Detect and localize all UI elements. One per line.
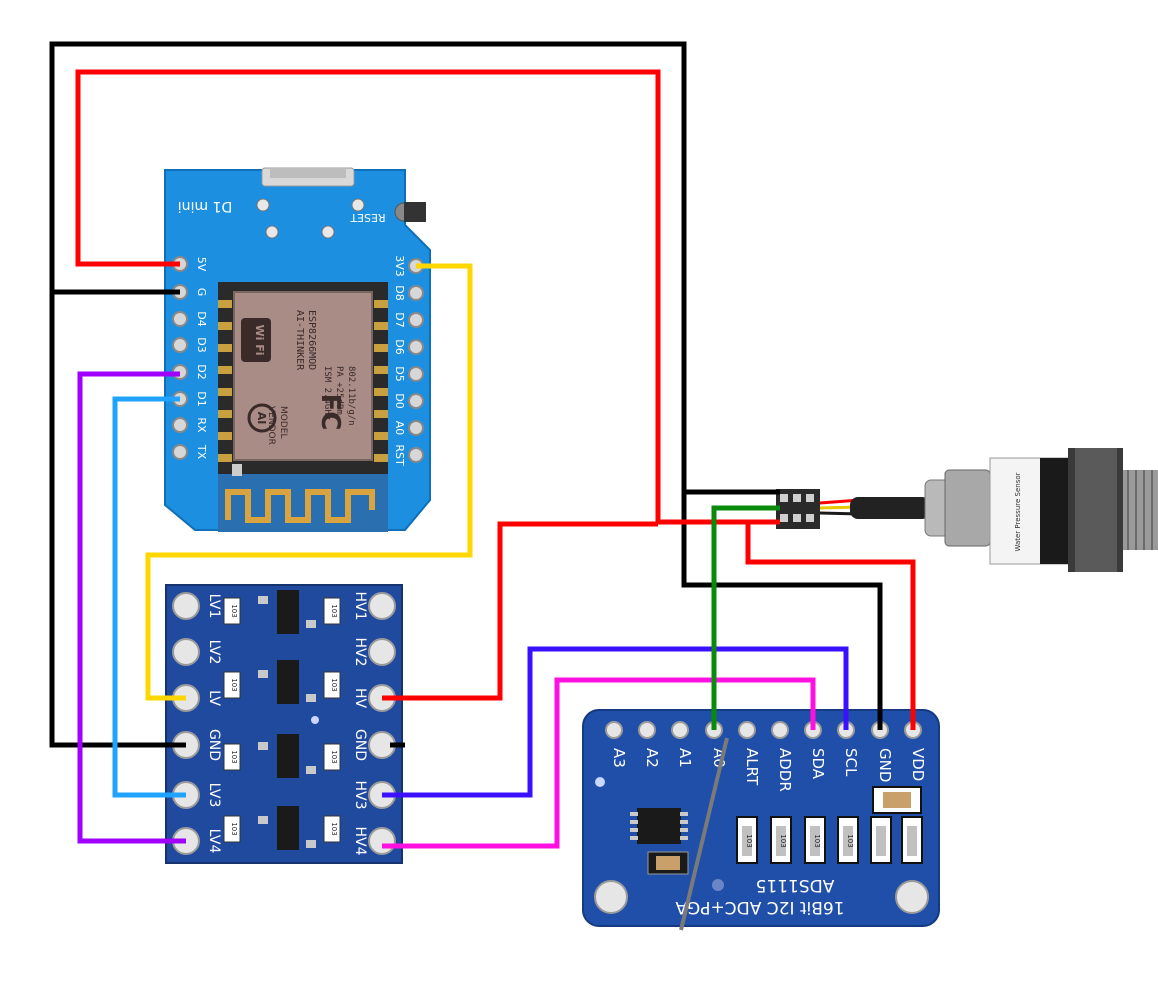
shifter-resistor-label: 103 (330, 822, 338, 835)
esp-module-side-1: MODEL (278, 406, 288, 438)
d1-pin-g: G (195, 288, 208, 297)
shifter-pin-hgnd: GND (352, 729, 368, 761)
wire-red-vdd (745, 524, 916, 730)
shifter-resistor-label: 103 (230, 750, 238, 763)
ads-pin-alrt: ALRT (743, 748, 761, 786)
d1-mini-board: D1 mini RESET ESP8266MOD AI-THINKER ISM … (164, 167, 431, 532)
esp-module-line-4: PA +25dBm (334, 366, 344, 415)
shifter-pin-lgnd: GND (206, 729, 222, 761)
esp-module-line-5: 802.11b/g/n (346, 366, 356, 426)
esp-module-line-1: ESP8266MOD (306, 310, 317, 370)
ads-pin-vdd: VDD (909, 748, 927, 781)
esp-module-line-2: AI-THINKER (294, 310, 305, 371)
shifter-pin-lv2: LV2 (206, 640, 222, 665)
wire-indigo-scl (382, 646, 849, 798)
shifter-resistor-label: 103 (230, 604, 238, 617)
ads-pin-a2: A2 (643, 748, 661, 768)
ads-pin-scl: SCL (842, 748, 860, 777)
level-shifter-board: 103 103 103 103 103 103 103 103 LV1 LV2 … (165, 584, 403, 864)
d1-board-name: D1 mini (178, 198, 232, 214)
d1-left-pin-holes (172, 256, 188, 460)
shifter-pin-hv3: HV3 (352, 780, 368, 809)
wire-red-hv (382, 521, 658, 701)
shifter-pin-lv1: LV1 (206, 594, 222, 619)
fcc-logo: FC (315, 394, 345, 431)
d1-pin-d7: D7 (393, 312, 406, 327)
shifter-pin-hv1: HV1 (352, 591, 368, 620)
shifter-pin-lv4: LV4 (206, 829, 222, 854)
gray-line (679, 737, 729, 931)
d1-pin-d0: D0 (393, 393, 406, 408)
ads-pin-addr: ADDR (776, 748, 794, 792)
d1-pin-d6: D6 (393, 339, 406, 354)
ads-title: ADS1115 (756, 875, 835, 895)
ads-resistor-label: 103 (745, 834, 753, 847)
ads-pin-sda: SDA (809, 748, 827, 780)
wire-magenta-sda (382, 677, 816, 849)
shifter-resistor-label: 103 (330, 678, 338, 691)
d1-pin-d4: D4 (195, 311, 208, 326)
d1-pin-3v3: 3V3 (393, 255, 406, 277)
shifter-pin-lv3: LV3 (206, 783, 222, 808)
wire-yellow-3v3 (145, 263, 473, 701)
shifter-resistor-label: 103 (330, 750, 338, 763)
shifter-resistor-label: 103 (230, 822, 238, 835)
ai-logo-text: AI (255, 412, 268, 425)
ads-resistor-label: 103 (846, 834, 854, 847)
d1-pin-d2: D2 (195, 364, 208, 379)
shifter-pin-hv2: HV2 (352, 637, 368, 666)
shifter-pin-hv4: HV4 (352, 826, 368, 855)
shifter-resistor-label: 103 (230, 678, 238, 691)
d1-reset-label: RESET (350, 211, 386, 224)
sensor-label: Water Pressure Sensor (1014, 472, 1022, 551)
wires (49, 41, 916, 931)
wire-green-signal (711, 505, 780, 730)
ads-subtitle: 16Bit I2C ADC+PGA (675, 897, 844, 917)
ads1115-board: 103 103 103 103 A3 A2 A1 A0 ALRT ADDR SD… (582, 709, 940, 927)
ai-logo: AI (247, 403, 277, 433)
d1-pin-rx: RX (195, 417, 208, 433)
d1-pin-rst: RST (393, 444, 406, 466)
d1-pin-d8: D8 (393, 285, 406, 300)
shifter-resistor-label: 103 (330, 604, 338, 617)
wifi-logo: Wi Fi (241, 318, 271, 362)
ads-pin-a3: A3 (610, 748, 628, 768)
d1-right-pin-holes (408, 258, 424, 463)
wire-red-5v (75, 69, 780, 525)
d1-pin-5v: 5V (195, 257, 208, 272)
wire-black-ground-shifter (49, 292, 186, 748)
d1-pin-d1: D1 (195, 391, 208, 406)
ads-resistor-label: 103 (779, 834, 787, 847)
ads-resistor-label: 103 (813, 834, 821, 847)
wire-purple-d2 (77, 371, 186, 844)
d1-pin-d5: D5 (393, 366, 406, 381)
shifter-pin-hv: HV (352, 688, 368, 709)
wifi-logo-text: Wi Fi (253, 324, 266, 355)
wire-lightblue-d1 (112, 396, 186, 798)
d1-pin-tx: TX (195, 444, 208, 460)
d1-pin-a0: A0 (393, 421, 406, 436)
d1-pin-d3: D3 (195, 337, 208, 352)
esp-module-line-3: ISM 2.4GHz (322, 366, 332, 420)
ads-pin-gnd: GND (876, 748, 894, 782)
ads-pin-a1: A1 (676, 748, 694, 768)
shifter-pin-lv: LV (206, 690, 222, 706)
pressure-sensor: Water Pressure Sensor (776, 448, 1158, 572)
